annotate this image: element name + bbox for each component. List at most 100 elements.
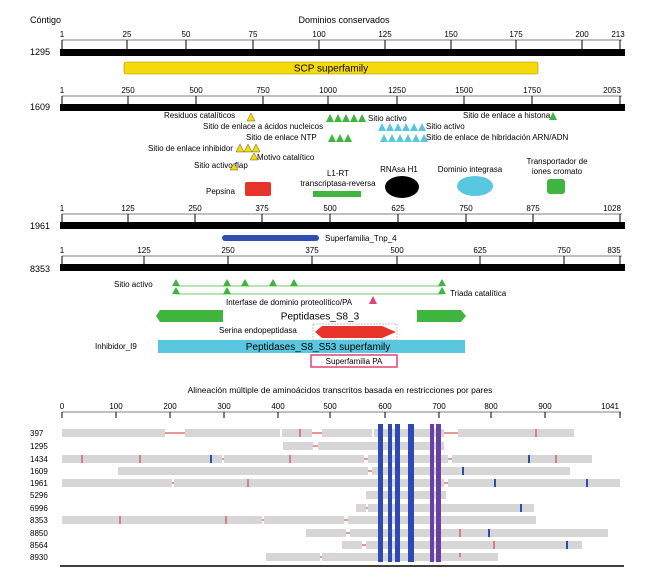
rt-active-site-marker[interactable] [378,123,426,131]
sequence-bar [60,49,625,56]
contig-1609-block: 1609 1 250 500 750 1000 1250 1500 1750 2… [30,86,625,198]
alignment-tick-label: 0 [60,402,65,411]
feature-label: Sitio de enlace a histona [463,111,551,120]
feature-label: Sitio activo [368,114,407,123]
tnp4-domain[interactable] [222,235,319,241]
alignment-row[interactable] [342,541,582,549]
ruler-ticks [61,39,622,50]
alignment-panel: Alineación múltiple de aminoácidos trans… [30,385,624,567]
tick-label: 1 [60,246,65,255]
serine-endopeptidase-domain[interactable] [315,326,396,338]
alignment-row[interactable] [366,491,446,499]
l1-rt-shape[interactable] [313,191,361,197]
peptidases-s8-3-label-box [223,310,417,322]
s8-s53-superfamily-label: Peptidases_S8_S53 superfamily [246,342,391,353]
alignment-tick-label: 600 [378,402,392,411]
tick-label: 1028 [603,204,621,213]
contig-1295-block: 1295 1 25 50 75 100 125 150 175 200 213 [30,30,625,75]
alignment-row[interactable] [306,529,608,537]
peptidases-s8-3-label: Peptidases_S8_3 [281,312,360,323]
rnase-h1-shape[interactable] [385,176,419,198]
catalytic-motif-marker[interactable] [249,152,259,161]
tick-label: 835 [607,246,621,255]
feature-label: Motivo catalítico [257,153,315,162]
tick-label: 2053 [603,86,621,95]
tick-label: 500 [390,246,404,255]
tick-label: 875 [526,204,540,213]
alignment-row[interactable] [118,467,570,475]
tick-label: 125 [137,246,151,255]
alignment-row-id: 6996 [30,504,48,513]
alignment-row[interactable] [62,516,536,524]
tick-label: 1250 [388,86,406,95]
catalytic-triad-label: Triada catalítica [450,289,507,298]
feature-label: Sitio de enlace NTP [246,133,317,142]
sequence-bar [60,222,625,229]
legend-label: L1-RT [327,169,349,178]
tick-label: 100 [312,30,326,39]
tick-label: 1 [60,86,65,95]
alignment-row[interactable] [62,479,620,487]
tnp4-label: Superfamilia_Tnp_4 [325,234,397,243]
alignment-tick-label: 300 [217,402,231,411]
alignment-tick-label: 500 [323,402,337,411]
alignment-row-id: 1295 [30,442,48,451]
catalytic-residues-marker[interactable] [246,112,256,122]
active-site-markers[interactable] [172,279,446,286]
tick-label: 175 [509,30,523,39]
tick-label: 375 [255,204,269,213]
alignment-row-id: 5296 [30,491,48,500]
pa-superfamily-domain[interactable] [310,354,398,368]
catalytic-triad-markers[interactable] [172,287,446,294]
alignment-row-id: 1609 [30,467,48,476]
alignment-ruler-ticks [61,412,621,418]
feature-markers [229,112,557,171]
alignment-row-id: 8564 [30,541,48,550]
chromate-transporter-shape[interactable] [547,179,565,194]
integrase-shape[interactable] [457,176,493,196]
tick-label: 250 [121,86,135,95]
alignment-row[interactable] [283,442,444,450]
alignment-row-id: 8850 [30,529,48,538]
s8-s53-superfamily-domain[interactable] [158,340,465,353]
legend-label: RNAsa H1 [380,165,418,174]
contig-id: 8353 [30,264,50,274]
legend-label: iones cromato [532,167,583,176]
histone-binding-marker[interactable] [549,112,557,120]
contig-id: 1961 [30,221,50,231]
serine-endopeptidase-label: Serina endopeptidasa [219,326,297,335]
ruler-ticks [61,96,621,104]
feature-label: Sitio activo flap [194,161,248,170]
tick-label: 75 [249,30,258,39]
alignment-tick-label: 700 [432,402,446,411]
pepsin-shape[interactable] [245,182,271,196]
hybrid-binding-marker[interactable] [380,134,428,142]
pa-superfamily-label: Superfamilia PA [326,357,383,366]
domain-interface-label: Interfase de dominio proteolítico/PA [226,298,353,307]
feature-label: Sitio de enlace a ácidos nucleicos [203,122,323,131]
tick-label: 375 [305,246,319,255]
tick-label: 750 [459,204,473,213]
alignment-row[interactable] [62,455,592,463]
flap-active-site-marker[interactable] [229,162,239,171]
ruler-ticks [61,256,621,264]
alignment-tick-label: 800 [484,402,498,411]
tick-label: 250 [188,204,202,213]
tick-label: 213 [611,30,625,39]
inhibitor-binding-marker[interactable] [235,143,261,153]
ntp-binding-marker[interactable] [328,134,352,142]
feature-label: Residuos catalíticos [164,111,235,120]
alignment-row[interactable] [356,504,534,512]
sequence-bar [60,104,625,111]
nucleic-acid-binding-marker[interactable] [326,114,366,122]
domain-interface-marker[interactable] [369,296,377,304]
scp-superfamily-domain[interactable] [123,61,539,75]
tick-label: 50 [182,30,191,39]
legend-label: Dominio integrasa [438,165,503,174]
tick-label: 25 [123,30,132,39]
active-site-label: Sitio activo [114,280,153,289]
alignment-tick-label: 900 [538,402,552,411]
alignment-tick-label: 200 [163,402,177,411]
legend-label: Pepsina [206,187,235,196]
domains-title: Dominios conservados [298,15,390,25]
